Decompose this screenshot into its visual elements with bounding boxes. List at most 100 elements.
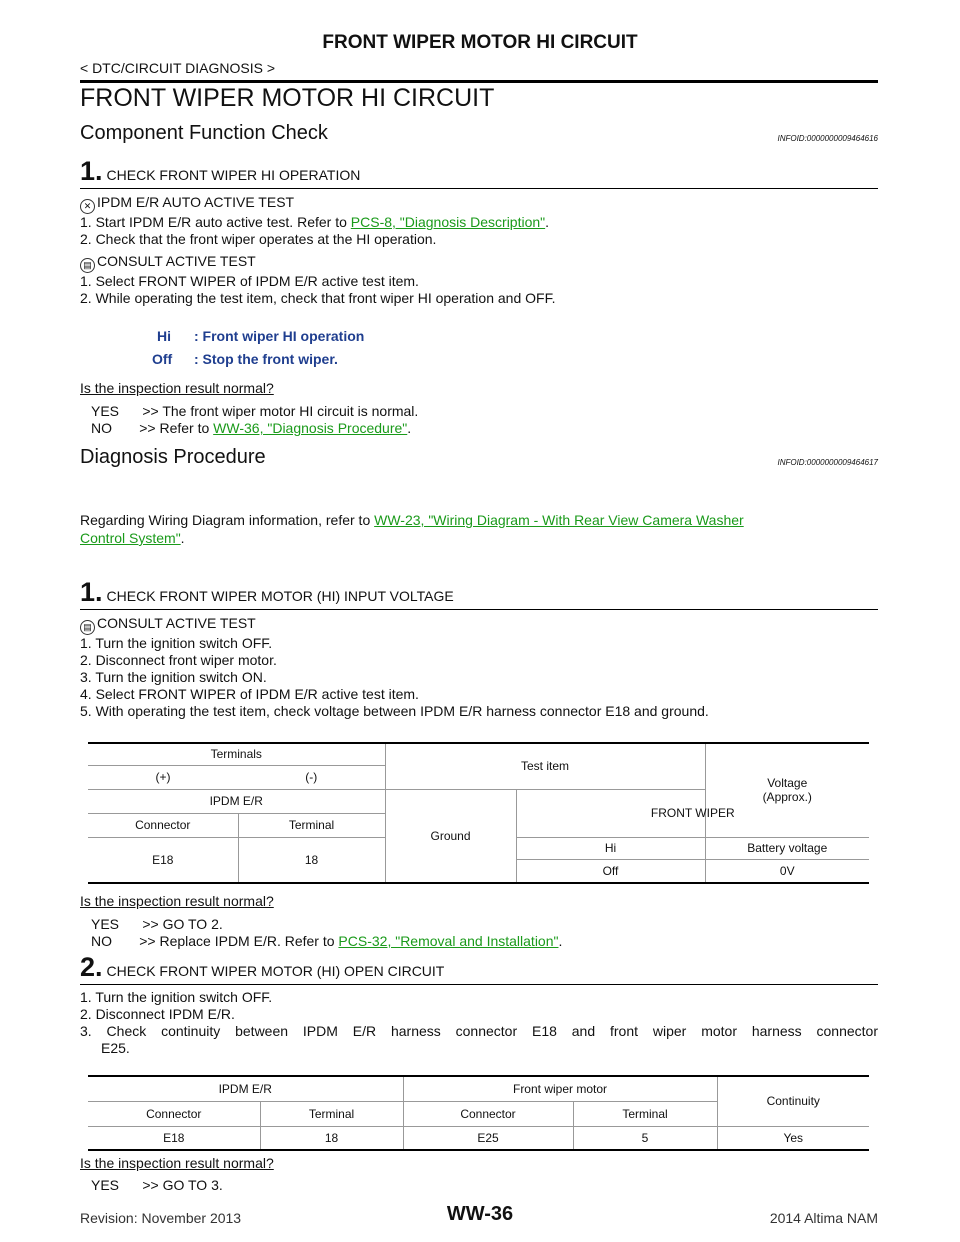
consult-label: CONSULT ACTIVE TEST — [97, 253, 256, 269]
divider — [80, 984, 878, 985]
step-number: 2. — [80, 952, 103, 982]
divider — [80, 609, 878, 610]
punct: . — [545, 214, 550, 230]
answer-no-text: NO >> Refer to — [91, 420, 214, 436]
wiring-intro-cont: Control System". — [80, 530, 185, 547]
step1-instructions: ▤CONSULT ACTIVE TEST 1. Turn the ignitio… — [80, 615, 880, 720]
instruction: 2. Disconnect front wiper motor. — [80, 652, 277, 668]
punct: . — [180, 530, 185, 546]
step-number: 1. — [80, 156, 103, 186]
ipdm-test-block: ✕IPDM E/R AUTO ACTIVE TEST 1. Start IPDM… — [80, 194, 880, 307]
link-ww-23-cont[interactable]: Control System" — [80, 530, 181, 546]
th-terminals: Terminals — [88, 743, 385, 766]
answer-no: NO >> Replace IPDM E/R. Refer to PCS-32,… — [91, 933, 562, 950]
consult-tool-icon: ▤ — [80, 620, 95, 635]
question: Is the inspection result normal? — [80, 1155, 274, 1171]
th-connector: Connector — [88, 813, 239, 838]
cell-off: Off — [515, 859, 705, 883]
voltage-label: Voltage — [767, 776, 808, 791]
link-ww-23[interactable]: WW-23, "Wiring Diagram - With Rear View … — [374, 512, 744, 528]
header-rule — [80, 80, 878, 83]
instruction: 3. Turn the ignition switch ON. — [80, 669, 267, 685]
punct: . — [558, 933, 563, 949]
cell-connector: E18 — [88, 837, 239, 883]
instruction: 2. Disconnect IPDM E/R. — [80, 1006, 235, 1022]
cell-hi-voltage: Battery voltage — [704, 837, 869, 860]
header-title: FRONT WIPER MOTOR HI CIRCUIT — [322, 32, 638, 53]
consult-step-1: 1. Select FRONT WIPER of IPDM E/R active… — [80, 273, 419, 289]
cell-front-wiper: FRONT WIPER — [515, 789, 869, 838]
consult-step-2: 2. While operating the test item, check … — [80, 290, 556, 306]
cell-terminal: 18 — [259, 1126, 403, 1150]
th-minus: (-) — [238, 765, 385, 790]
instruction: 3. Check continuity between IPDM E/R har… — [80, 1023, 878, 1039]
instruction: 5. With operating the test item, check v… — [80, 703, 709, 719]
cell-connector: E25 — [402, 1126, 573, 1150]
th-plus: (+) — [88, 765, 238, 790]
cell-ground: Ground — [384, 789, 516, 883]
th-continuity: Continuity — [716, 1076, 869, 1127]
page-title: FRONT WIPER MOTOR HI CIRCUIT — [80, 84, 495, 112]
spec-hi-key: Hi — [157, 328, 171, 344]
th-terminal: Terminal — [572, 1101, 717, 1127]
section-title-component-check: Component Function Check — [80, 122, 328, 144]
link-ww-36[interactable]: WW-36, "Diagnosis Procedure" — [213, 420, 408, 436]
footer-model: 2014 Altima NAM — [769, 1210, 878, 1226]
wiring-intro: Regarding Wiring Diagram information, re… — [80, 512, 878, 529]
answer-no-text: NO >> Replace IPDM E/R. Refer to — [91, 933, 339, 949]
cell-hi: Hi — [515, 837, 705, 860]
spec-off-key: Off — [152, 351, 173, 367]
cell-terminal: 5 — [572, 1126, 717, 1150]
step-title: CHECK FRONT WIPER MOTOR (HI) INPUT VOLTA… — [106, 588, 454, 604]
spec-hi-value: : Front wiper HI operation — [194, 328, 365, 344]
th-ipdm: IPDM E/R — [88, 1076, 403, 1102]
ipdm-label: IPDM E/R AUTO ACTIVE TEST — [97, 194, 295, 210]
link-pcs-32[interactable]: PCS-32, "Removal and Installation" — [338, 933, 559, 949]
question: Is the inspection result normal? — [80, 380, 274, 396]
th-ipdm: IPDM E/R — [88, 789, 385, 814]
cell-off-voltage: 0V — [704, 859, 869, 883]
link-pcs-8[interactable]: PCS-8, "Diagnosis Description" — [350, 214, 546, 230]
consult-tool-icon: ▤ — [80, 258, 95, 273]
info-id: INFOID:0000000009464616 — [777, 134, 878, 143]
footer-page-code: WW-36 — [446, 1203, 514, 1225]
instruction: 1. Turn the ignition switch OFF. — [80, 989, 273, 1005]
th-motor: Front wiper motor — [402, 1076, 717, 1102]
th-terminal: Terminal — [238, 813, 385, 838]
instruction: E25. — [101, 1040, 130, 1056]
step-heading: 1.CHECK FRONT WIPER HI OPERATION — [80, 156, 360, 187]
step-title: CHECK FRONT WIPER MOTOR (HI) OPEN CIRCUI… — [106, 963, 445, 979]
info-id: INFOID:0000000009464617 — [777, 458, 878, 467]
intro-text: Regarding Wiring Diagram information, re… — [80, 512, 375, 528]
punct: . — [407, 420, 412, 436]
answer-yes: YES >> GO TO 2. — [91, 916, 223, 932]
ipdm-step-1: 1. Start IPDM E/R auto active test. Refe… — [80, 214, 351, 230]
question: Is the inspection result normal? — [80, 893, 274, 909]
ipdm-step-2: 2. Check that the front wiper operates a… — [80, 231, 437, 247]
approx-label: (Approx.) — [762, 790, 812, 805]
th-connector: Connector — [402, 1101, 573, 1127]
step-number: 1. — [80, 577, 103, 607]
cell-continuity: Yes — [716, 1126, 869, 1150]
cell-terminal: 18 — [304, 852, 319, 867]
footer-revision: Revision: November 2013 — [80, 1210, 242, 1226]
step-heading: 2.CHECK FRONT WIPER MOTOR (HI) OPEN CIRC… — [80, 952, 444, 983]
step2-instructions: 1. Turn the ignition switch OFF. 2. Disc… — [80, 989, 878, 1057]
step-title: CHECK FRONT WIPER HI OPERATION — [106, 167, 361, 183]
section-title-diagnosis: Diagnosis Procedure — [80, 446, 266, 468]
th-connector: Connector — [88, 1101, 260, 1127]
spec-off-value: : Stop the front wiper. — [194, 351, 338, 367]
answer-yes: YES >> The front wiper motor HI circuit … — [91, 403, 419, 419]
continuity-table: IPDM E/R Front wiper motor Continuity Co… — [88, 1075, 869, 1151]
th-test-item: Test item — [384, 743, 705, 790]
voltage-table: Terminals Test item Voltage(Approx.) (+)… — [88, 742, 869, 884]
instruction: 4. Select FRONT WIPER of IPDM E/R active… — [80, 686, 419, 702]
answer-no: NO >> Refer to WW-36, "Diagnosis Procedu… — [91, 420, 411, 437]
consult-label: CONSULT ACTIVE TEST — [97, 615, 256, 631]
ipdm-tool-icon: ✕ — [80, 199, 95, 214]
divider — [80, 188, 878, 189]
step-heading: 1.CHECK FRONT WIPER MOTOR (HI) INPUT VOL… — [80, 577, 454, 608]
breadcrumb: < DTC/CIRCUIT DIAGNOSIS > — [80, 60, 275, 76]
cell-connector: E18 — [163, 1130, 185, 1145]
answer-yes: YES >> GO TO 3. — [91, 1177, 223, 1193]
